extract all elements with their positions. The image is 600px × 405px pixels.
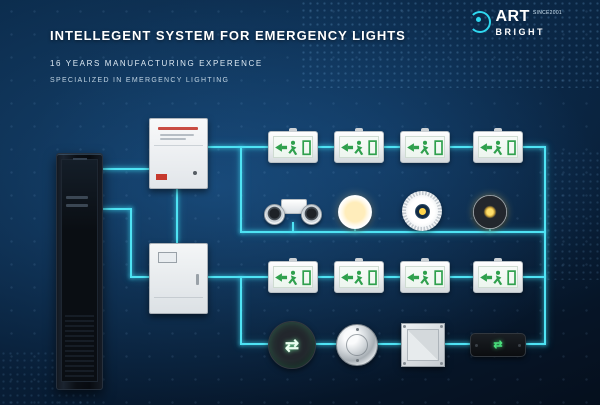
- wire-right-riser: [544, 146, 546, 345]
- controller-text-line: [160, 138, 186, 140]
- exit-pictogram-icon: [406, 139, 444, 156]
- halftone-pattern-right: [545, 150, 600, 280]
- controller-text-line: [160, 134, 194, 136]
- wire-left-riser-upper: [240, 146, 242, 233]
- distribution-box: [149, 243, 208, 314]
- screw-icon: [440, 362, 443, 365]
- exit-sign: [400, 128, 450, 163]
- wire-stub-twin: [292, 222, 294, 232]
- controller-red-label-strip: [158, 127, 198, 130]
- exit-sign: [334, 128, 384, 163]
- exit-sign: [268, 128, 318, 163]
- cabinet-vents: [65, 315, 94, 377]
- exit-sign-panel: [273, 266, 313, 288]
- double-arrow-icon: ⇄: [284, 335, 300, 355]
- exit-pictogram-icon: [340, 139, 378, 156]
- exit-sign-panel: [478, 266, 518, 288]
- square-panel-light: [401, 323, 445, 367]
- exit-sign: [473, 128, 523, 163]
- exit-sign-panel: [405, 266, 445, 288]
- exit-sign-panel: [273, 136, 313, 158]
- logo-art-text: ART: [495, 8, 530, 25]
- page-title: INTELLEGENT SYSTEM FOR EMERGENCY LIGHTS: [50, 28, 406, 43]
- wire-controller-to-distribution: [176, 187, 178, 243]
- halftone-pattern-top-right: [300, 0, 600, 88]
- emergency-lighting-controller: [149, 118, 208, 189]
- controller-red-logo: [156, 174, 167, 180]
- screw-icon: [440, 325, 443, 328]
- double-arrow-icon: ⇄: [493, 338, 503, 351]
- emergency-downlight: [338, 195, 372, 229]
- controller-keyhole: [193, 171, 197, 175]
- round-black-floor-exit-light: ⇄: [268, 321, 316, 369]
- exit-pictogram-icon: [479, 139, 517, 156]
- twin-spot-lamp-left: [264, 204, 285, 225]
- exit-sign: [334, 258, 384, 293]
- exit-pictogram-icon: [479, 269, 517, 286]
- twin-spot-lamp-right: [301, 204, 322, 225]
- exit-sign: [400, 258, 450, 293]
- screw-icon: [403, 362, 406, 365]
- exit-sign-panel: [339, 136, 379, 158]
- cabinet-display-slot: [66, 204, 88, 207]
- wire-cabinet-to-controller: [101, 168, 149, 170]
- logo-bright-text: BRIGHT: [495, 27, 545, 37]
- wire-cabinet-branch-h: [101, 208, 132, 210]
- subtitle-experience: 16 YEARS MANUFACTURING EXPERENCE: [50, 59, 263, 68]
- ceiling-lamp-emblem: [415, 204, 430, 219]
- exit-pictogram-icon: [406, 269, 444, 286]
- screw-icon: [403, 325, 406, 328]
- distribution-door-seam: [154, 297, 203, 298]
- logo-text: ART SINCE2001 BRIGHT: [495, 8, 563, 38]
- exit-sign-panel: [405, 136, 445, 158]
- distribution-handle: [196, 274, 199, 285]
- black-ground-exit-light: ⇄: [470, 333, 526, 357]
- exit-pictogram-icon: [340, 269, 378, 286]
- logo-since-text: SINCE2001: [532, 10, 562, 16]
- wire-left-riser-lower: [240, 276, 242, 345]
- exit-pictogram-icon: [274, 269, 312, 286]
- wire-bus-row4: [240, 343, 546, 345]
- main-power-cabinet: [56, 153, 103, 390]
- ceiling-emergency-lamp: [402, 191, 442, 231]
- exit-sign-panel: [478, 136, 518, 158]
- cabinet-brand-strip: [72, 158, 87, 160]
- exit-pictogram-icon: [274, 139, 312, 156]
- twin-spot-emergency-light: [264, 195, 322, 227]
- exit-sign-panel: [339, 266, 379, 288]
- wire-branch-to-distribution: [130, 276, 150, 278]
- buried-light-ring: [346, 334, 368, 356]
- square-panel-inner: [407, 329, 439, 361]
- subtitle-specialized: SPECIALIZED IN EMERGENCY LIGHTING: [50, 77, 230, 84]
- header: INTELLEGENT SYSTEM FOR EMERGENCY LIGHTS …: [50, 28, 406, 84]
- exit-sign: [473, 258, 523, 293]
- wire-cabinet-branch-v: [130, 208, 132, 278]
- emergency-spotlight: [473, 195, 507, 229]
- controller-door-seam: [154, 145, 203, 146]
- exit-sign: [268, 258, 318, 293]
- stainless-buried-light: [336, 324, 378, 366]
- brand-logo: ART SINCE2001 BRIGHT: [468, 8, 563, 38]
- artbright-logo-icon: [468, 11, 491, 33]
- cabinet-display-slot: [66, 196, 88, 199]
- distribution-display-window: [158, 252, 177, 263]
- wire-bus-row2: [240, 231, 546, 233]
